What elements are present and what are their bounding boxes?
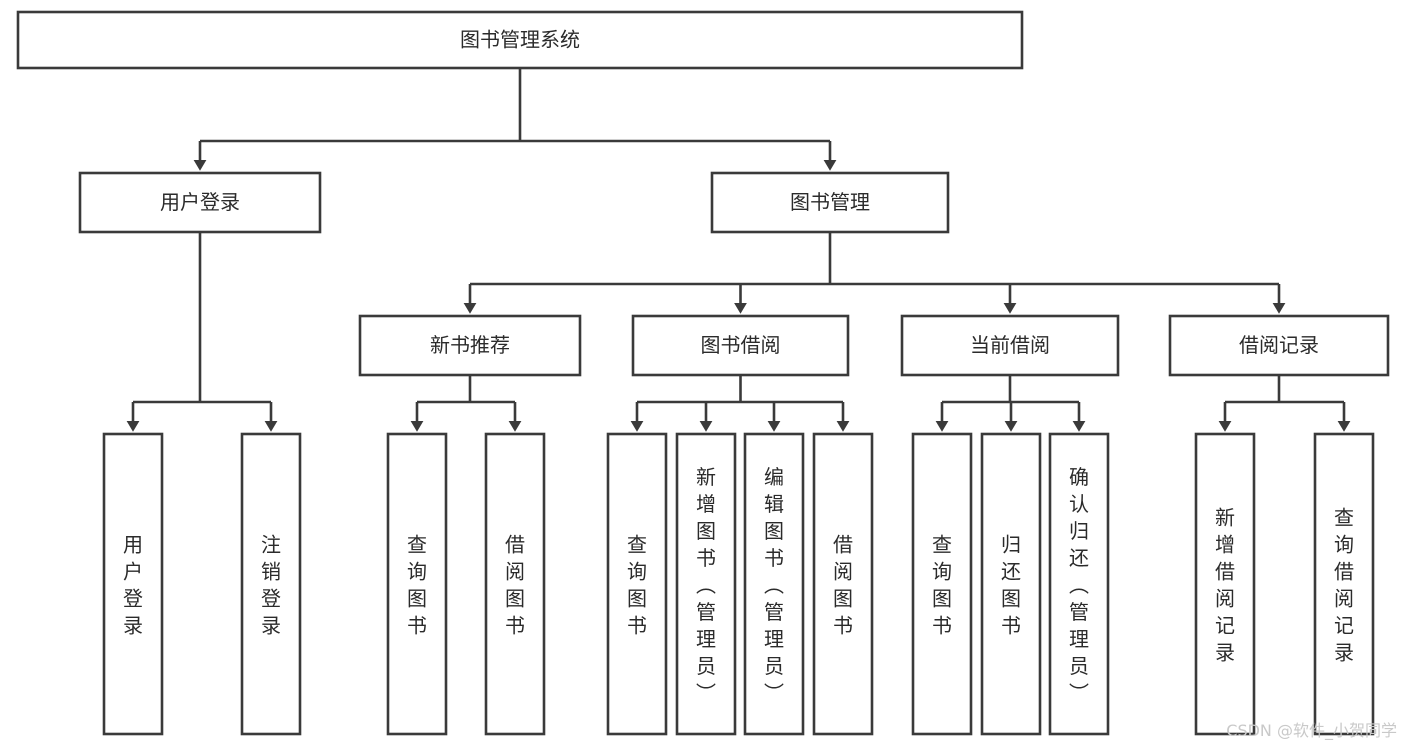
- node-leaf_confirm_return[interactable]: 确认归还︵管理员︶: [1048, 432, 1110, 736]
- node-leaf_return_book[interactable]: 归还图书: [980, 432, 1042, 736]
- node-box[interactable]: [1313, 432, 1375, 736]
- connector-layer: [126, 68, 1351, 432]
- node-leaf_add_record[interactable]: 新增借阅记录: [1194, 432, 1256, 736]
- node-label: 编辑图书︵管理员︶: [764, 465, 784, 705]
- connector-group: [630, 375, 850, 432]
- node-box[interactable]: [743, 432, 805, 736]
- node-label: 归还图书: [1001, 532, 1021, 637]
- node-label: 用户登录: [160, 190, 240, 214]
- connector-group: [935, 375, 1086, 432]
- node-box[interactable]: [240, 432, 302, 736]
- node-label: 图书管理: [790, 190, 870, 214]
- node-box[interactable]: [102, 432, 164, 736]
- node-box[interactable]: [484, 432, 546, 736]
- node-leaf_user_login[interactable]: 用户登录: [102, 432, 164, 736]
- node-box[interactable]: [1168, 314, 1390, 377]
- connector-group: [410, 375, 522, 432]
- node-label: 新增图书︵管理员︶: [696, 465, 716, 705]
- node-book_manage[interactable]: 图书管理: [710, 171, 950, 234]
- node-user_login[interactable]: 用户登录: [78, 171, 322, 234]
- node-label: 查询图书: [407, 532, 427, 637]
- node-label: 新书推荐: [430, 333, 510, 357]
- node-label: 确认归还︵管理员︶: [1069, 465, 1089, 705]
- node-box[interactable]: [675, 432, 737, 736]
- node-label: 图书借阅: [701, 333, 781, 357]
- node-layer: 图书管理系统用户登录图书管理新书推荐图书借阅当前借阅借阅记录用户登录注销登录查询…: [16, 10, 1390, 736]
- node-box[interactable]: [631, 314, 850, 377]
- node-leaf_add_book[interactable]: 新增图书︵管理员︶: [675, 432, 737, 736]
- node-label: 新增借阅记录: [1215, 505, 1235, 664]
- node-label: 借阅图书: [833, 532, 853, 637]
- node-box[interactable]: [900, 314, 1120, 377]
- node-label: 用户登录: [123, 532, 143, 637]
- connector-group: [463, 232, 1286, 314]
- node-box[interactable]: [358, 314, 582, 377]
- node-label: 注销登录: [261, 532, 281, 637]
- node-label: 查询图书: [932, 532, 952, 637]
- node-label: 当前借阅: [970, 333, 1050, 357]
- node-leaf_query_book_1[interactable]: 查询图书: [386, 432, 448, 736]
- node-label: 查询图书: [627, 532, 647, 637]
- node-label: 图书管理系统: [460, 28, 580, 52]
- node-box[interactable]: [1048, 432, 1110, 736]
- node-box[interactable]: [911, 432, 973, 736]
- node-label: 借阅图书: [505, 532, 525, 637]
- node-leaf_query_book_2[interactable]: 查询图书: [606, 432, 668, 736]
- node-root[interactable]: 图书管理系统: [16, 10, 1024, 70]
- node-leaf_query_record[interactable]: 查询借阅记录: [1313, 432, 1375, 736]
- node-box[interactable]: [812, 432, 874, 736]
- connector-group: [1218, 375, 1351, 432]
- connector-group: [193, 68, 837, 171]
- node-leaf_borrow_book_2[interactable]: 借阅图书: [812, 432, 874, 736]
- node-leaf_logout[interactable]: 注销登录: [240, 432, 302, 736]
- connector-group: [126, 232, 278, 432]
- node-box[interactable]: [606, 432, 668, 736]
- node-leaf_borrow_book_1[interactable]: 借阅图书: [484, 432, 546, 736]
- node-box[interactable]: [386, 432, 448, 736]
- node-book_borrow[interactable]: 图书借阅: [631, 314, 850, 377]
- node-leaf_edit_book[interactable]: 编辑图书︵管理员︶: [743, 432, 805, 736]
- node-new_book_rec[interactable]: 新书推荐: [358, 314, 582, 377]
- node-box[interactable]: [710, 171, 950, 234]
- node-box[interactable]: [1194, 432, 1256, 736]
- node-box[interactable]: [78, 171, 322, 234]
- node-box[interactable]: [980, 432, 1042, 736]
- node-label: 查询借阅记录: [1334, 505, 1354, 664]
- node-borrow_record[interactable]: 借阅记录: [1168, 314, 1390, 377]
- node-box[interactable]: [16, 10, 1024, 70]
- node-leaf_query_book_3[interactable]: 查询图书: [911, 432, 973, 736]
- node-label: 借阅记录: [1239, 333, 1319, 357]
- node-current_borrow[interactable]: 当前借阅: [900, 314, 1120, 377]
